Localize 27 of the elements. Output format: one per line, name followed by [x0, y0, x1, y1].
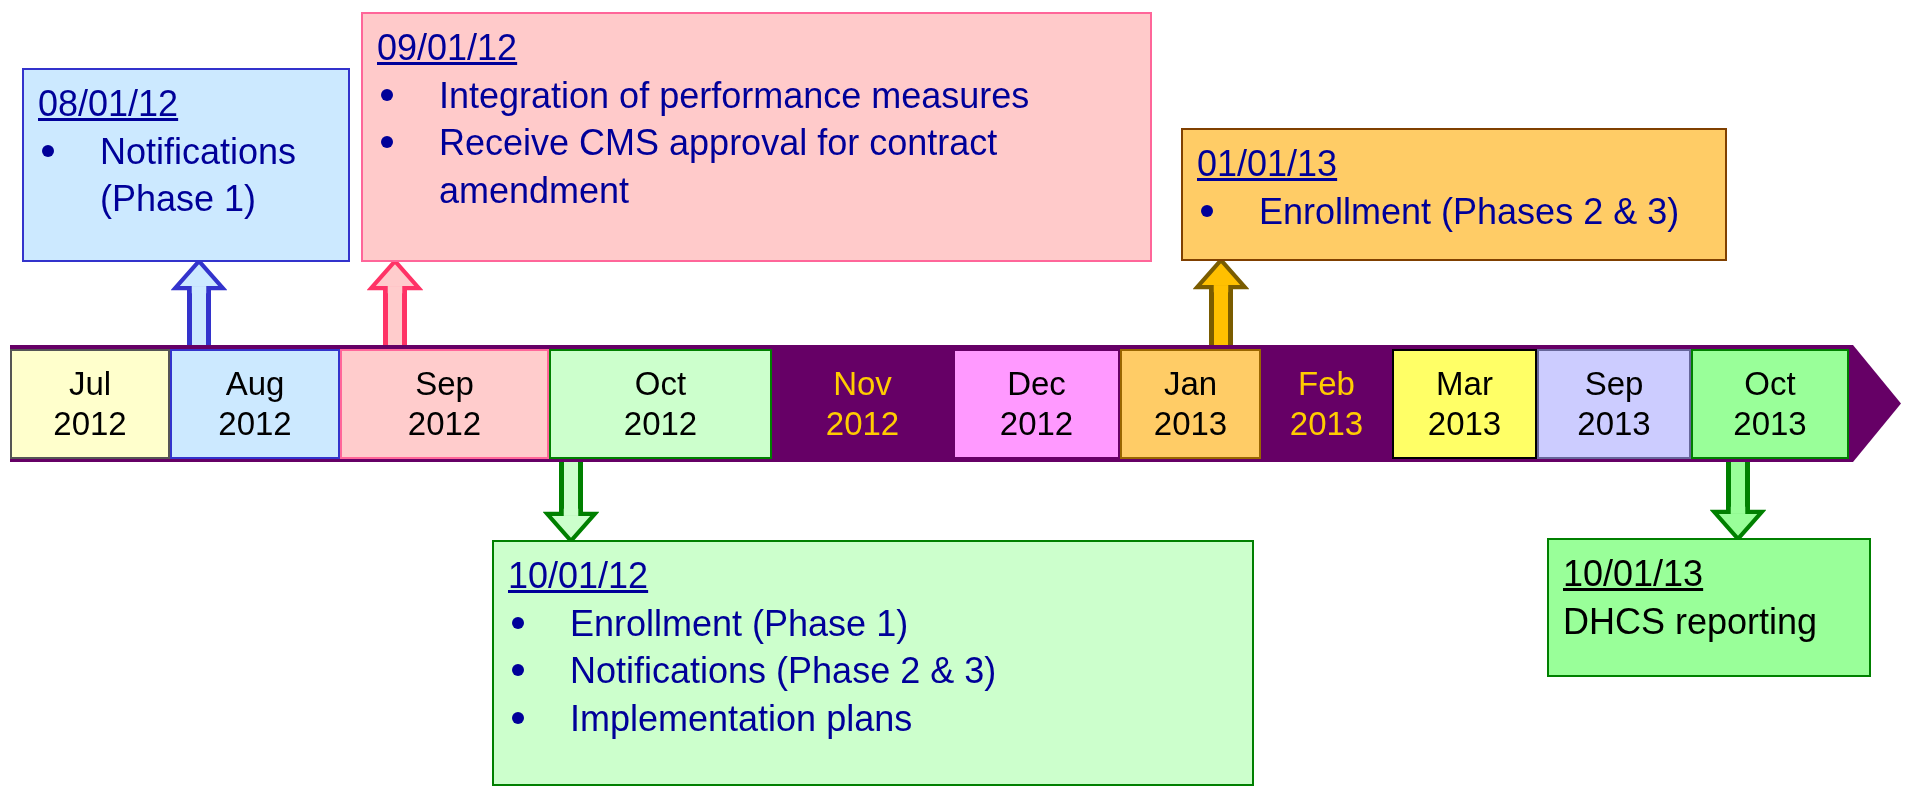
month-cell: Mar 2013: [1392, 349, 1537, 459]
milestone-box: [1181, 128, 1727, 261]
date-heading: 10/01/12: [508, 554, 649, 598]
month-cell: Dec 2012: [953, 349, 1120, 459]
date-heading: 01/01/13: [1197, 142, 1338, 186]
month-cell: Oct 2012: [549, 349, 772, 459]
milestone-box: [22, 68, 350, 262]
bullet-text: Implementation plans: [570, 696, 913, 741]
month-cell: Oct 2013: [1691, 349, 1849, 459]
date-heading: 09/01/12: [377, 26, 518, 70]
milestone-box: [1547, 538, 1871, 677]
month-cell: Aug 2012: [170, 349, 340, 459]
month-cell: Jul 2012: [10, 349, 170, 459]
milestone-box: [361, 12, 1152, 262]
bullet-text: Notifications (Phase 1): [100, 129, 298, 222]
month-cell: Sep 2013: [1537, 349, 1691, 459]
month-cell: Jan 2013: [1120, 349, 1261, 459]
bullet-text: Notifications (Phase 2 & 3): [570, 649, 997, 694]
bullet-text: Receive CMS approval for contract amendment: [439, 121, 999, 213]
bullet-text: Integration of performance measures: [439, 73, 1030, 118]
milestone-box: [492, 540, 1254, 786]
bullet-text: Enrollment (Phase 1): [570, 601, 909, 646]
milestone-text: DHCS reporting: [1563, 599, 1819, 644]
month-cell: Sep 2012: [340, 349, 549, 459]
date-heading: 08/01/12: [38, 82, 179, 126]
bullet-text: Enrollment (Phases 2 & 3): [1259, 189, 1680, 234]
date-heading: 10/01/13: [1563, 552, 1704, 596]
